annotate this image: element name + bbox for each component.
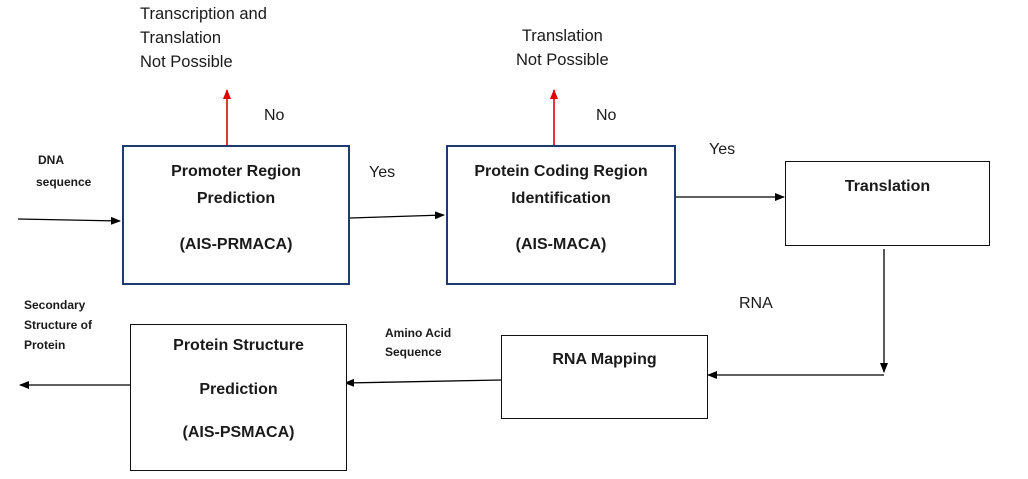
- arrow-dna-to-promoter: [17, 216, 121, 225]
- yes-label-2: Yes: [709, 141, 736, 158]
- arrow-rna-to-structure: [344, 378, 502, 387]
- promoter-box-line1: Promoter Region: [171, 163, 301, 180]
- protein-structure-box: Protein Structure Prediction (AIS-PSMACA…: [130, 324, 347, 471]
- secondary-line2: Structure of: [24, 318, 93, 332]
- structure-box-line1: Protein Structure: [173, 337, 304, 354]
- not-possible-1-line1: Transcription and: [140, 5, 267, 23]
- rna-label: RNA: [739, 295, 773, 312]
- dna-line1: DNA: [38, 153, 64, 167]
- yes-label-1: Yes: [369, 164, 396, 181]
- dna-sequence-label: DNA sequence: [36, 149, 91, 193]
- coding-box-line1: Protein Coding Region: [474, 163, 648, 180]
- rna-mapping-box: RNA Mapping: [501, 335, 708, 419]
- amino-line2: Sequence: [385, 345, 442, 359]
- not-possible-1-line2: Translation: [140, 29, 222, 47]
- promoter-region-box: Promoter Region Prediction (AIS-PRMACA): [122, 145, 350, 285]
- amino-line1: Amino Acid: [385, 326, 452, 340]
- structure-box-line2: Prediction: [199, 381, 278, 398]
- structure-box-line3: (AIS-PSMACA): [182, 424, 295, 441]
- amino-acid-sequence-label: Amino Acid Sequence: [385, 324, 451, 362]
- translation-box-label: Translation: [844, 178, 931, 195]
- not-possible-2-line2: Not Possible: [516, 51, 609, 69]
- no-label-1: No: [264, 107, 285, 124]
- not-possible-1-line3: Not Possible: [140, 53, 233, 71]
- promoter-box-line2: Prediction: [196, 190, 276, 207]
- not-possible-2-line1: Translation: [521, 27, 603, 45]
- no-label-2: No: [596, 107, 617, 124]
- secondary-line1: Secondary: [24, 298, 86, 312]
- coding-box-line2: Identification: [511, 190, 611, 207]
- not-possible-label-1: Transcription and Translation Not Possib…: [140, 2, 267, 74]
- secondary-line3: Protein: [24, 338, 66, 352]
- arrow-promoter-to-coding: [349, 211, 445, 220]
- promoter-box-line3: (AIS-PRMACA): [179, 236, 293, 253]
- not-possible-label-2: Translation Not Possible: [516, 24, 609, 72]
- rna-mapping-box-label: RNA Mapping: [552, 351, 657, 368]
- secondary-structure-label: Secondary Structure of Protein: [24, 295, 92, 355]
- dna-line2: sequence: [36, 175, 92, 189]
- coding-box-line3: (AIS-MACA): [515, 236, 607, 253]
- protein-coding-region-box: Protein Coding Region Identification (AI…: [446, 145, 676, 285]
- translation-box: Translation: [785, 161, 990, 246]
